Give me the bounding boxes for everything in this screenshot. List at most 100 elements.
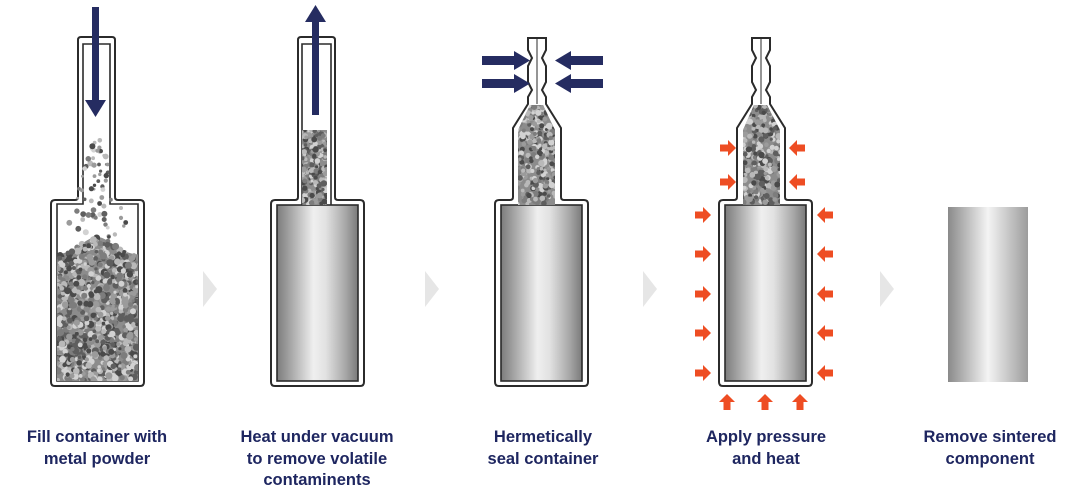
powder-particle [58,340,66,348]
powder-particle [114,258,121,266]
powder-particle [753,189,759,195]
powder-particle [82,246,88,252]
pressure-arrow-icon [817,246,833,262]
powder-particle [521,198,527,204]
caption-line: seal container [487,449,599,468]
powder-particle [308,200,315,205]
powder-particle [320,133,326,139]
powder-particle [59,262,66,268]
powder-particle [77,355,82,359]
powder-particle [122,288,128,293]
powder-particle [85,212,92,218]
powder-particle [134,270,138,277]
powder-particle [68,248,76,255]
powder-particle [101,367,106,371]
pressure-arrow-icon [695,140,833,410]
powder-particle [743,151,748,157]
powder-particle [747,118,753,125]
step-heat-under-vacuum [270,5,365,387]
powder-particle [93,256,98,261]
powder-particle [83,285,89,291]
powder-particle [75,225,82,232]
powder-particle [111,374,119,381]
powder-particle [752,105,759,109]
powder-particle [83,315,90,322]
powder-particle [76,275,82,280]
powder-particle [103,172,110,179]
powder-particle [761,189,767,195]
powder-particle [128,270,133,275]
powder-particle [90,207,97,213]
powder-particle [518,105,520,110]
powder-particle [521,141,527,147]
powder-particle [92,329,97,334]
powder-particle [536,119,541,124]
pinch-arrow-icon [482,51,603,93]
powder-particle [95,275,102,281]
powder-particle [535,154,540,159]
powder-particle [743,113,744,116]
powder-particle [57,316,62,322]
powder-particle [757,143,764,149]
powder-particle [91,280,95,285]
powder-particle [553,191,555,197]
powder-particle [547,167,550,170]
powder-particle [62,348,68,355]
powder-particle [317,135,323,141]
powder-particle [118,304,125,311]
powder-particle [762,127,769,134]
caption-apply-pressure: Apply pressure and heat [666,427,866,470]
powder-particle [112,282,120,289]
powder-particle [743,199,747,205]
powder-particle [120,259,125,264]
powder-particle [743,176,748,184]
powder-particle [133,305,137,309]
powder-particle [91,156,95,161]
powder-particle [548,139,555,146]
powder-particle [777,199,780,204]
powder-particle [116,351,120,355]
powder-particle [302,185,308,191]
powder-particle [103,222,108,227]
powder-particle [758,180,766,187]
powder-particle [122,250,127,254]
powder-particle [95,339,100,344]
powder-particle [532,131,538,136]
powder-particle [775,133,780,140]
powder-particle [758,151,765,159]
powder-particle [758,136,765,143]
powder-particle [519,159,525,165]
powder-particle [521,168,526,173]
powder-particle [312,153,317,159]
powder-particle [769,127,773,131]
powder-particle [86,301,94,308]
powder-particle [57,347,60,352]
powder-particle [74,208,80,214]
powder-particle [102,346,108,351]
powder-particle [72,271,77,277]
powder-particle [66,377,73,381]
powder-particle [109,337,115,344]
powder-particle [743,105,748,111]
powder-particle [302,166,307,173]
powder-particle [526,131,531,136]
powder-particle [126,365,130,369]
step-apply-pressure-and-heat [695,37,833,410]
powder-particle [521,128,526,133]
powder-particle [59,355,66,363]
powder-particle [769,137,773,141]
falling-powder [66,138,129,239]
powder-particle [752,160,757,166]
powder-particle [550,106,554,110]
sintered-component [948,207,1028,382]
pressure-arrow-icon [757,394,773,410]
powder-particle [133,354,138,359]
powder-particle [84,312,88,316]
powder-particle [110,311,114,316]
powder-particle [71,334,77,340]
pressure-arrow-icon [719,394,735,410]
chevron-right-icon [425,271,439,307]
powder-particle [526,192,532,199]
powder-particle [112,232,118,237]
powder-particle [134,364,138,371]
